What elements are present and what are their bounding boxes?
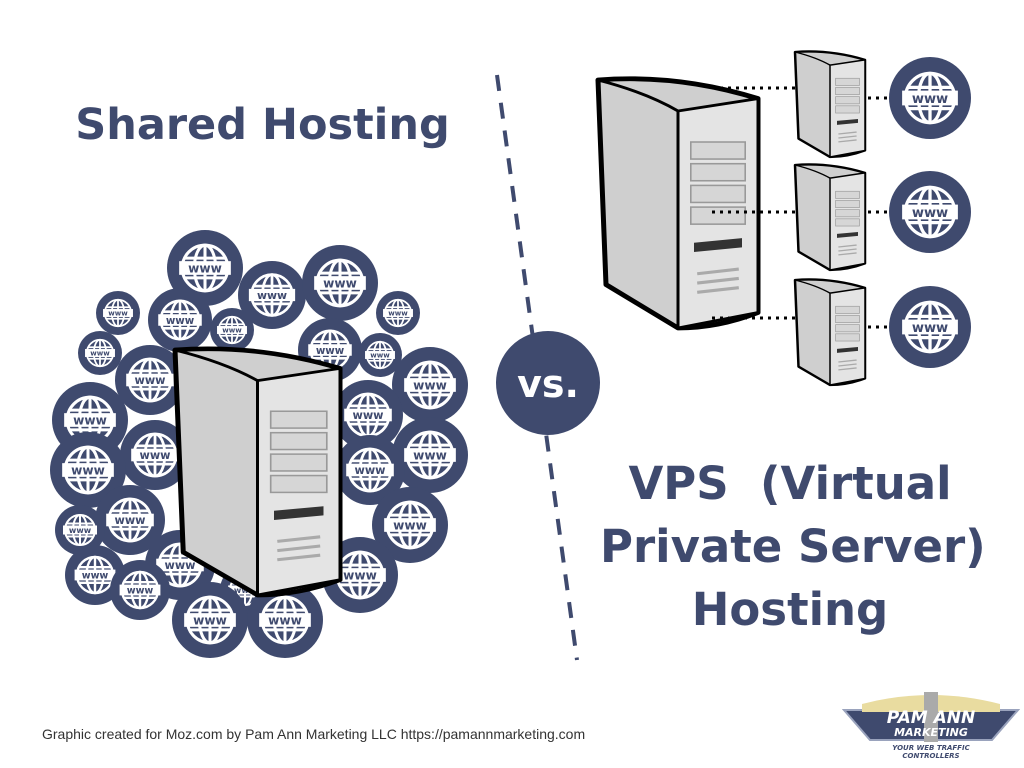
www-globe-icon [889, 171, 971, 253]
svg-text:PAM ANN: PAM ANN [887, 708, 976, 728]
svg-text:MARKETING: MARKETING [894, 726, 968, 739]
www-globe-icon [392, 347, 468, 423]
shared-hosting-title: Shared Hosting [75, 100, 450, 150]
www-globe-icon [889, 286, 971, 368]
vps-title-line: VPS (Virtual [628, 457, 952, 510]
www-globe-icon [110, 560, 170, 620]
www-globe-icon [302, 245, 378, 321]
svg-text:YOUR WEB TRAFFIC: YOUR WEB TRAFFIC [892, 744, 970, 752]
server-tower-icon [793, 163, 867, 272]
server-tower-icon [595, 76, 761, 331]
server-tower-icon [793, 50, 867, 159]
www-globe-icon [96, 291, 140, 335]
www-globe-icon [148, 288, 212, 352]
vs-label: vs. [517, 362, 579, 406]
server-tower-icon [172, 346, 343, 598]
www-globe-icon [210, 308, 254, 352]
server-tower-icon [793, 278, 867, 387]
footer-credit: Graphic created for Moz.com by Pam Ann M… [42, 726, 586, 742]
vps-title-line: Hosting [691, 583, 889, 636]
www-globe-icon [78, 331, 122, 375]
svg-text:CONTROLLERS: CONTROLLERS [902, 752, 959, 760]
vs-badge: vs. [496, 331, 600, 435]
vps-connections [712, 57, 971, 368]
pam-ann-marketing-logo: PAM ANN MARKETING YOUR WEB TRAFFIC CONTR… [842, 692, 1020, 760]
servers [172, 50, 867, 598]
vps-hosting-title: VPS (Virtual Private Server) Hosting [600, 452, 986, 641]
www-globe-icon [376, 291, 420, 335]
www-globe-icon [172, 582, 248, 658]
vps-title-line: Private Server) [600, 520, 986, 573]
www-globe-icon [889, 57, 971, 139]
www-globe-icon [392, 417, 468, 493]
